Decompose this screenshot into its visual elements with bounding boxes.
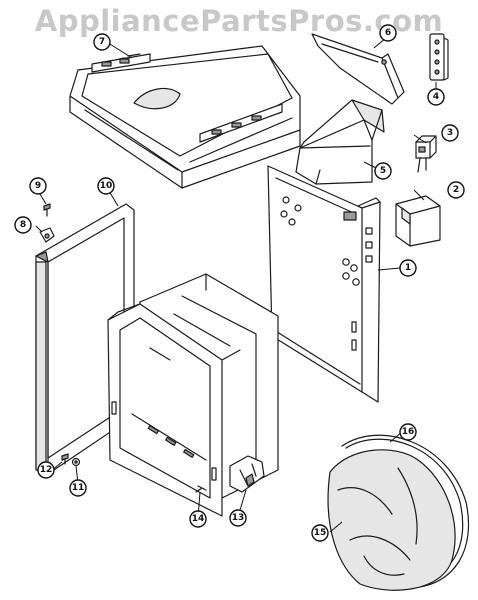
part-1-side-panel[interactable] [267, 165, 381, 403]
callout-10: 10 [97, 177, 115, 195]
part-6-bracket[interactable] [311, 33, 405, 105]
callout-label: 10 [100, 181, 113, 191]
callout-label: 2 [453, 185, 459, 195]
oven-cavity[interactable] [107, 273, 279, 517]
callout-5: 5 [374, 162, 392, 180]
callout-12: 12 [37, 461, 55, 479]
callout-label: 15 [314, 528, 327, 538]
callout-label: 13 [232, 513, 245, 523]
callout-7: 7 [93, 33, 111, 51]
part-5-shield[interactable] [295, 99, 385, 185]
part-12-screw[interactable] [61, 453, 69, 465]
part-14-pin[interactable] [195, 485, 207, 493]
callout-11: 11 [69, 479, 87, 497]
part-10-gasket-frame[interactable] [35, 203, 135, 475]
part-15-insulation[interactable] [327, 449, 456, 591]
part-7-top-panel[interactable] [69, 45, 301, 189]
callout-label: 8 [20, 220, 26, 230]
callout-label: 16 [402, 427, 415, 437]
part-9-screw[interactable] [43, 203, 51, 217]
callout-label: 4 [433, 92, 439, 102]
part-13-hinge[interactable] [229, 455, 265, 493]
callout-1: 1 [399, 259, 417, 277]
callout-label: 9 [35, 181, 41, 191]
part-8-clip[interactable] [39, 227, 55, 243]
callout-label: 12 [40, 465, 53, 475]
callout-label: 5 [380, 166, 386, 176]
callout-label: 14 [192, 514, 205, 524]
callout-label: 11 [72, 483, 85, 493]
callout-label: 7 [99, 37, 105, 47]
part-2-junction-box[interactable] [395, 195, 441, 247]
callout-label: 1 [405, 263, 411, 273]
callout-16: 16 [399, 423, 417, 441]
callout-8: 8 [14, 216, 32, 234]
callout-4: 4 [427, 88, 445, 106]
callout-14: 14 [189, 510, 207, 528]
leader-lines [35, 37, 437, 533]
callout-6: 6 [379, 24, 397, 42]
callout-15: 15 [311, 524, 329, 542]
callout-label: 3 [447, 128, 453, 138]
part-11-nut[interactable] [71, 457, 81, 467]
part-4-terminal-block[interactable] [429, 33, 449, 81]
callout-label: 6 [385, 28, 391, 38]
callout-9: 9 [29, 177, 47, 195]
watermark: AppliancePartsPros.com [34, 4, 444, 38]
part-3-switch[interactable] [415, 135, 437, 173]
callout-13: 13 [229, 509, 247, 527]
callout-3: 3 [441, 124, 459, 142]
callout-2: 2 [447, 181, 465, 199]
